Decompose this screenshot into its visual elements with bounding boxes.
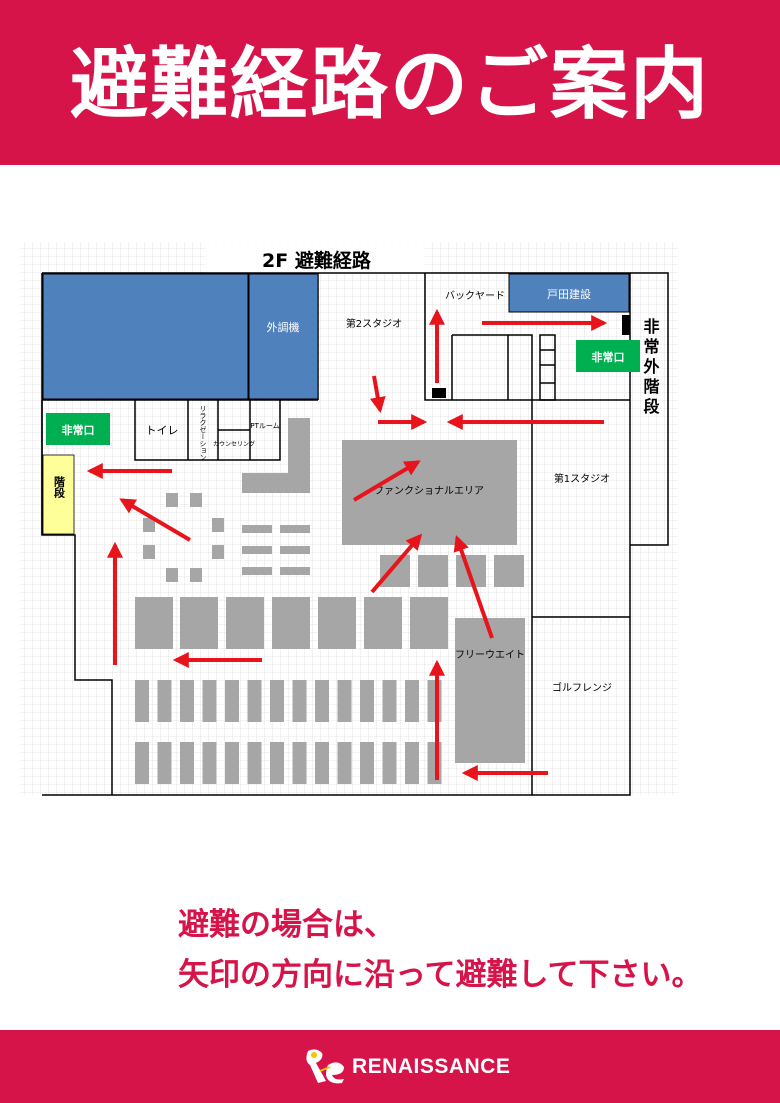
bench-rows bbox=[135, 680, 442, 784]
bench bbox=[270, 742, 284, 784]
bench bbox=[405, 680, 419, 722]
bench bbox=[180, 742, 194, 784]
emergency-exit-right-label: 非常口 bbox=[592, 350, 625, 364]
map-title: 2F 避難経路 bbox=[262, 249, 372, 272]
bench bbox=[157, 680, 172, 722]
bench bbox=[225, 742, 239, 784]
bench bbox=[382, 680, 397, 722]
room-toda bbox=[508, 273, 630, 313]
bench bbox=[405, 742, 419, 784]
arrow-up-right bbox=[370, 533, 423, 594]
bench bbox=[427, 742, 442, 784]
room-toilet-label: トイレ bbox=[146, 424, 179, 437]
arrow-diagonal-left bbox=[119, 498, 192, 542]
map-title-box bbox=[205, 243, 425, 273]
bench bbox=[247, 742, 262, 784]
bench bbox=[180, 680, 194, 722]
room-outdoor-unit-label: 外調機 bbox=[267, 320, 300, 334]
page-title: 避難経路のご案内 bbox=[69, 40, 710, 130]
bench bbox=[135, 742, 149, 784]
bench bbox=[382, 742, 397, 784]
room-studio1-label: 第1スタジオ bbox=[554, 472, 610, 485]
arrow-up-left-fw bbox=[453, 534, 494, 639]
room-backyard-label: バックヤード bbox=[445, 290, 505, 302]
bench bbox=[247, 680, 262, 722]
bench bbox=[337, 742, 352, 784]
bench bbox=[270, 680, 284, 722]
room-toda-label: 戸田建設 bbox=[547, 287, 591, 301]
stairs-left bbox=[42, 454, 75, 535]
bench bbox=[292, 680, 307, 722]
bench bbox=[202, 742, 217, 784]
emergency-exit-left-label: 非常口 bbox=[62, 423, 95, 437]
brand-name: RENAISSANCE bbox=[352, 1055, 511, 1078]
room-studio2-label: 第2スタジオ bbox=[346, 317, 402, 330]
room-pt-label: PTルーム bbox=[250, 422, 279, 430]
room-freeweight-label: フリーウエイト bbox=[455, 649, 525, 661]
bench bbox=[360, 680, 374, 722]
room-relaxation-label: リラクゼーション bbox=[199, 405, 207, 461]
door-marker bbox=[432, 388, 446, 398]
bench bbox=[202, 680, 217, 722]
emergency-exit-right bbox=[576, 340, 640, 372]
brand-logo: RENAISSANCE bbox=[300, 1045, 510, 1089]
bench bbox=[157, 742, 172, 784]
room-golf-label: ゴルフレンジ bbox=[552, 681, 612, 694]
arrow-into-functional bbox=[352, 460, 421, 502]
renaissance-logo-icon bbox=[306, 1049, 344, 1084]
bench bbox=[292, 742, 307, 784]
bench bbox=[225, 680, 239, 722]
evacuation-arrows bbox=[86, 308, 608, 781]
footer-banner: RENAISSANCE bbox=[0, 1030, 780, 1103]
emergency-exit-left bbox=[46, 413, 110, 445]
bench bbox=[337, 680, 352, 722]
room-outdoor-unit bbox=[248, 273, 319, 400]
external-stairs-label: 非常外階段 bbox=[641, 317, 661, 418]
room-large-blue bbox=[42, 273, 249, 400]
notice-line-1: 避難の場合は、 bbox=[178, 907, 395, 943]
bench bbox=[315, 680, 329, 722]
bench bbox=[315, 742, 329, 784]
room-counseling-label: カウンセリング bbox=[213, 440, 255, 448]
bench bbox=[360, 742, 374, 784]
room-functional-label: ファンクショナルエリア bbox=[374, 485, 484, 497]
walls bbox=[41, 272, 669, 796]
door-marker-right bbox=[622, 315, 630, 335]
bench bbox=[135, 680, 149, 722]
header-banner: 避難経路のご案内 bbox=[0, 0, 780, 165]
stairs-left-label: 階段 bbox=[53, 475, 66, 499]
notice-line-2: 矢印の方向に沿って避難して下さい。 bbox=[178, 957, 703, 993]
arrow-down-studio2 bbox=[369, 375, 386, 414]
bench bbox=[427, 680, 442, 722]
equipment bbox=[135, 418, 525, 763]
